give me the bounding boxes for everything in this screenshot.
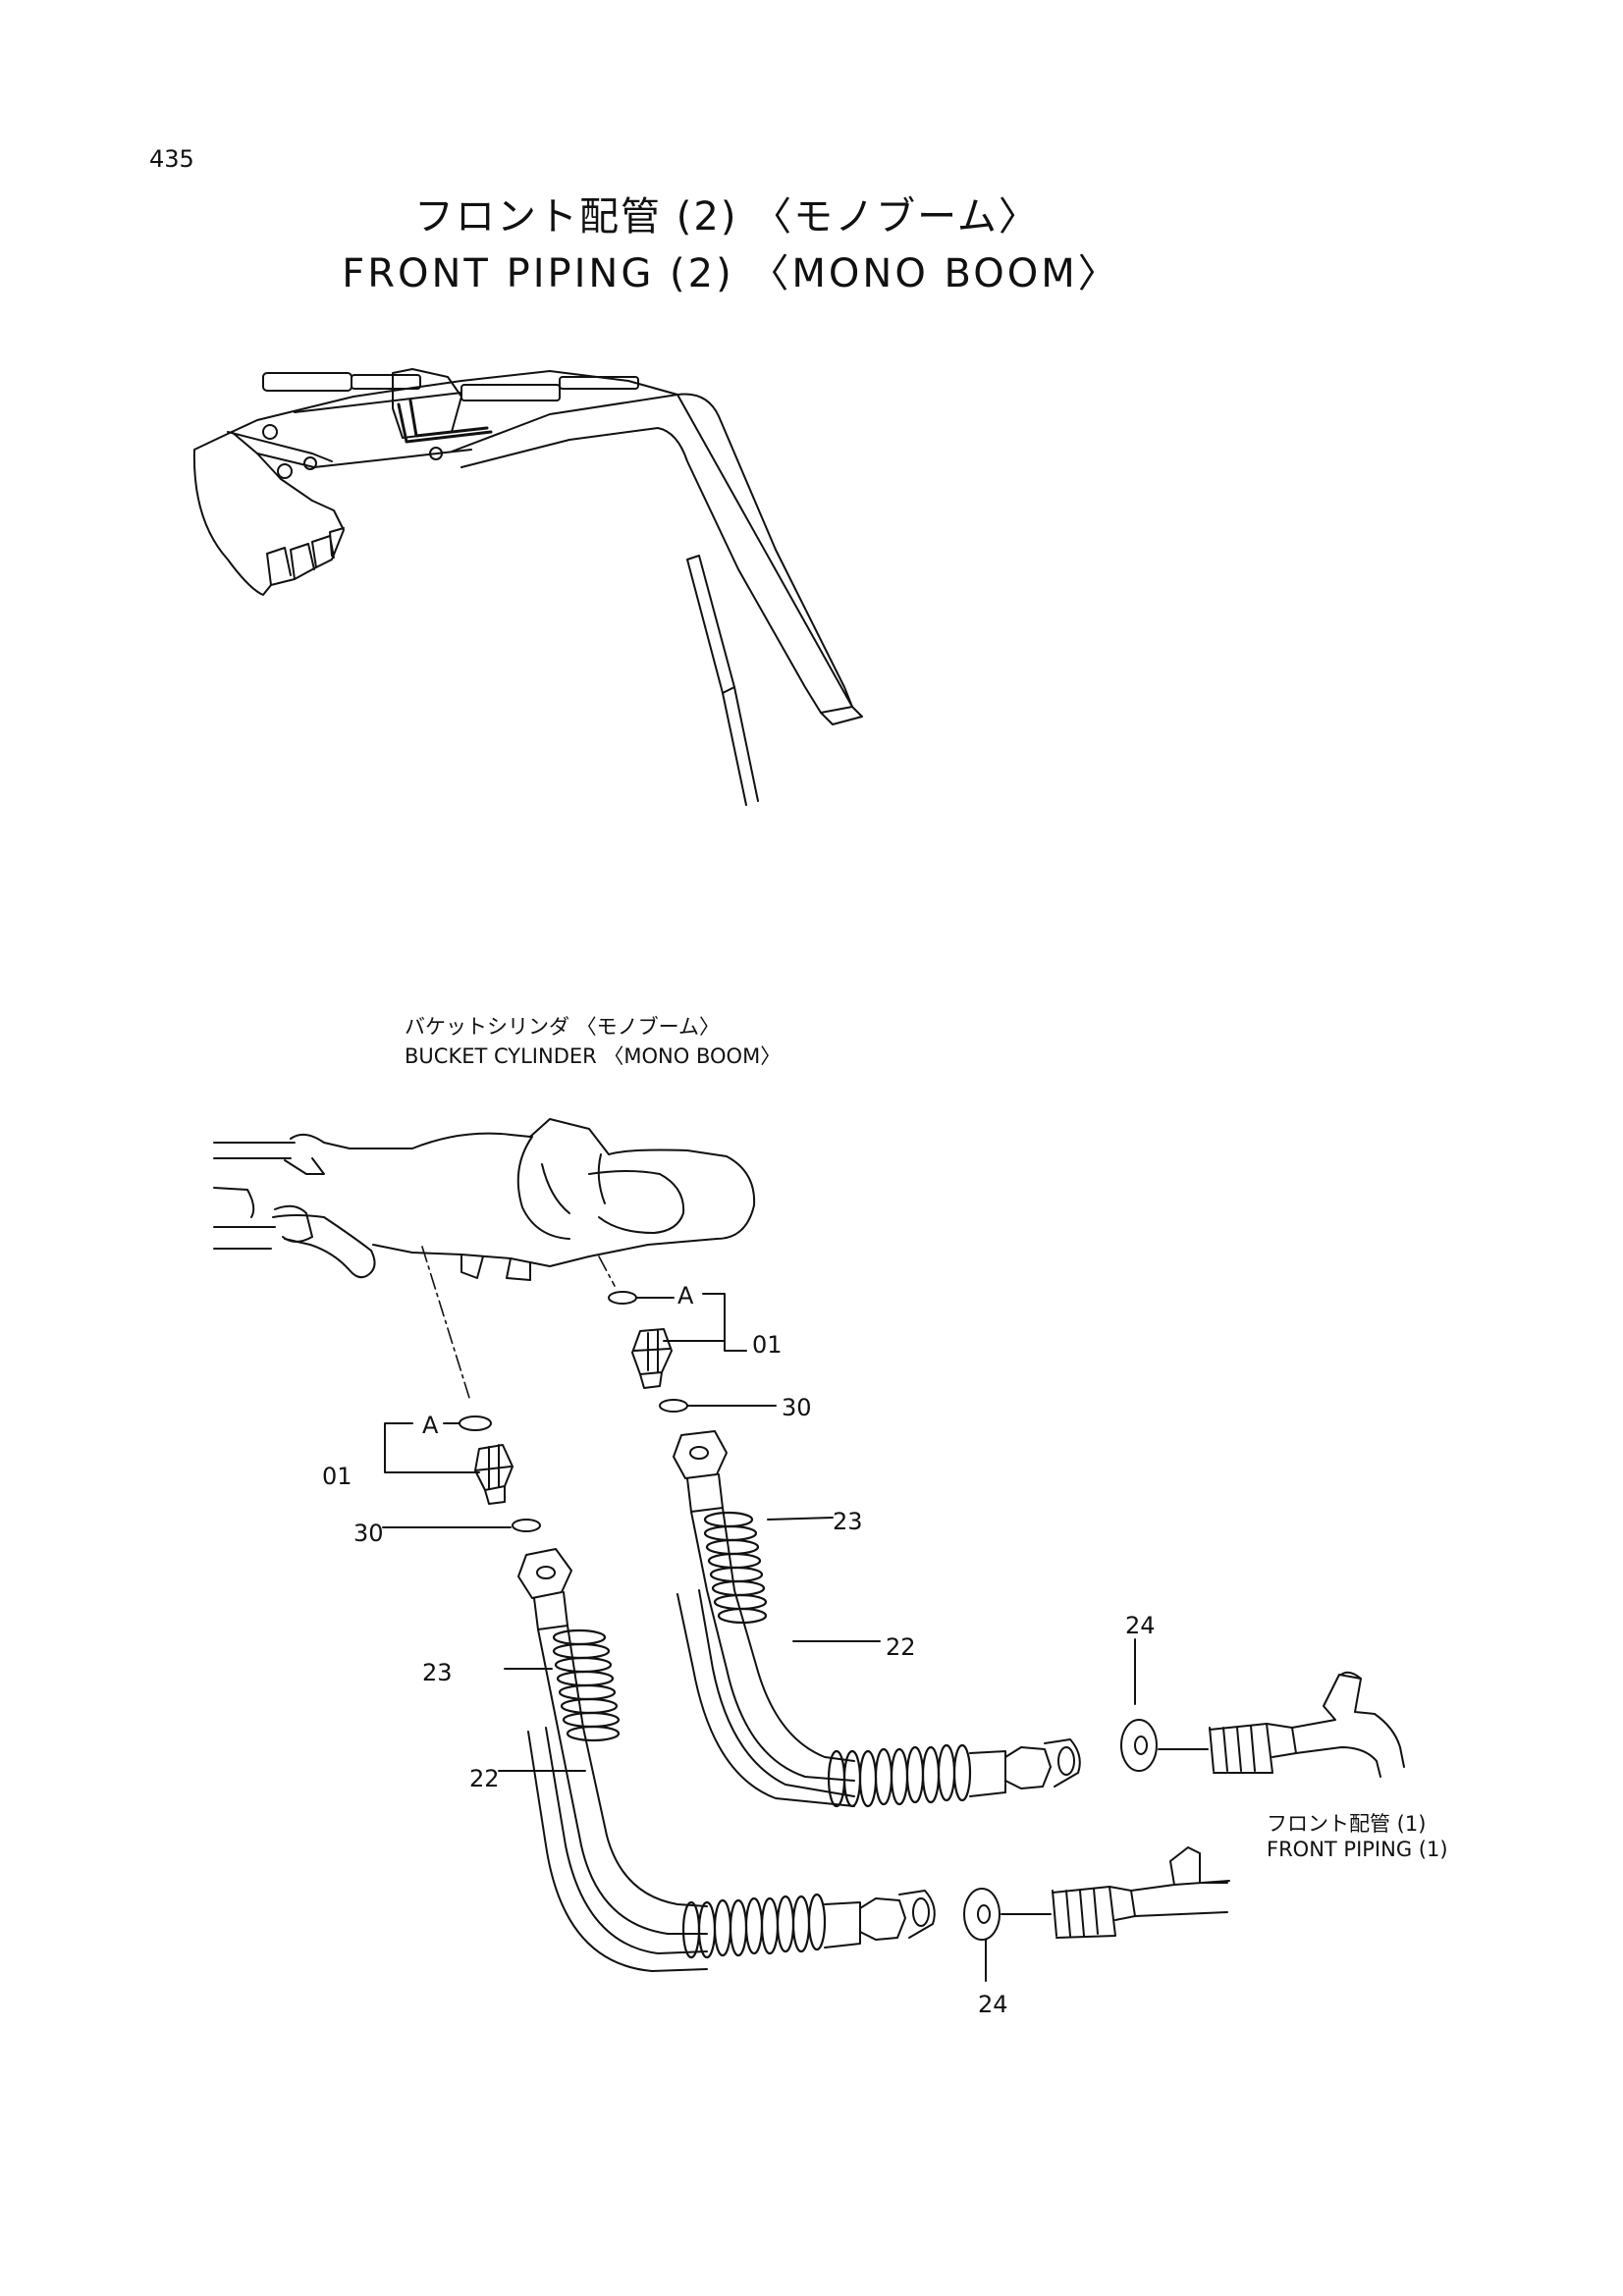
- lower-fitting-assembly: [382, 1415, 541, 1532]
- bucket-cylinder-illustration: [213, 1118, 756, 1281]
- callout-part-24-lower: 24: [978, 1991, 1008, 2018]
- callout-part-01-upper: 01: [752, 1331, 783, 1359]
- page-number: 435: [149, 145, 194, 173]
- washer-24-lower: [963, 1888, 1001, 1982]
- callout-a-lower: A: [422, 1412, 439, 1439]
- callout-part-30-upper: 30: [782, 1394, 812, 1421]
- callout-part-30-lower: 30: [353, 1520, 384, 1547]
- excavator-overview-illustration: [192, 368, 863, 806]
- washer-24-upper: [1120, 1638, 1158, 1772]
- callout-part-23-lower: 23: [422, 1659, 453, 1686]
- callout-a-upper: A: [677, 1282, 694, 1309]
- lower-hose-assembly: [498, 1548, 936, 1972]
- assembly-leader-lines: [421, 1246, 616, 1399]
- front-piping-1-label-jp: フロント配管 (1): [1267, 1812, 1427, 1836]
- callout-part-22-lower: 22: [469, 1765, 500, 1792]
- front-piping-1-label-en: FRONT PIPING (1): [1267, 1838, 1448, 1861]
- callout-part-23-upper: 23: [833, 1508, 863, 1535]
- bucket-cylinder-label-jp: バケットシリンダ 〈モノブーム〉: [405, 1015, 721, 1039]
- front-piping-1-lower-tee: [1001, 1846, 1230, 1939]
- page-title-japanese: フロント配管 (2) 〈モノブーム〉: [414, 194, 1040, 240]
- front-piping-1-upper-tee: [1158, 1671, 1405, 1778]
- upper-hose-assembly: [673, 1430, 1081, 1808]
- bucket-cylinder-label-en: BUCKET CYLINDER 〈MONO BOOM〉: [405, 1044, 782, 1068]
- callout-part-24-upper: 24: [1125, 1612, 1156, 1639]
- callout-part-22-upper: 22: [886, 1633, 916, 1661]
- page-title-english: FRONT PIPING (2) 〈MONO BOOM〉: [342, 251, 1120, 296]
- callout-part-01-lower: 01: [322, 1463, 352, 1490]
- upper-fitting-assembly: [608, 1291, 777, 1413]
